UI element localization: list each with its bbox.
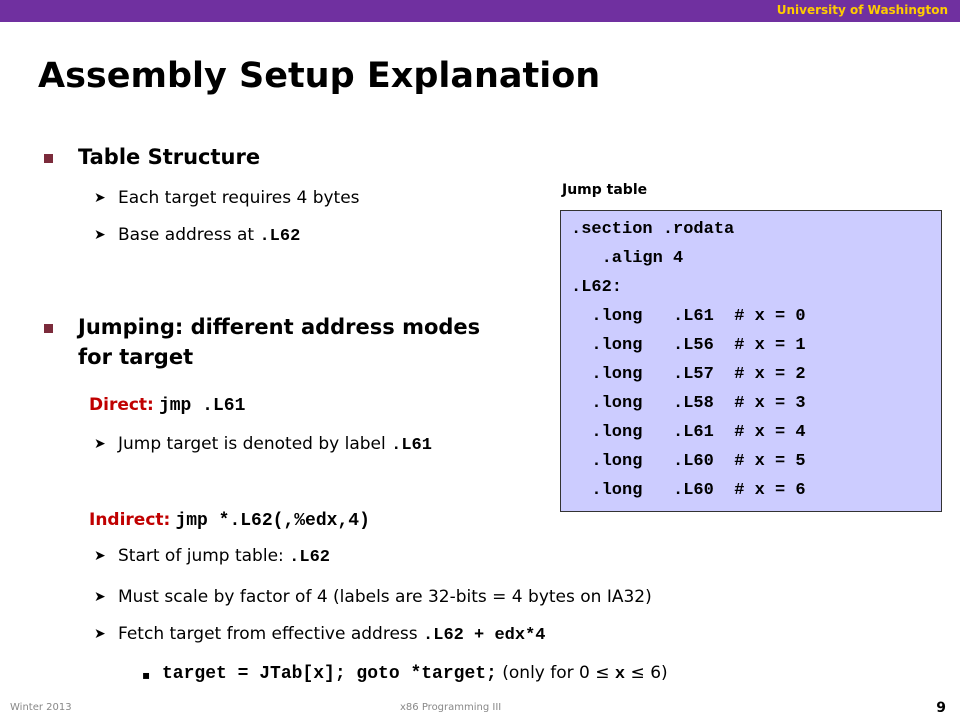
bullet-table-structure: Table Structure: [44, 142, 261, 172]
code-snippet: .L62 + edx*4: [423, 626, 546, 645]
sub-bullet-start-table: ➤ Start of jump table: .L62: [94, 545, 330, 569]
direct-code: jmp .L61: [158, 396, 246, 416]
sub-sub-bullet-target: ▪ target = JTab[x]; goto *target; (only …: [142, 662, 668, 686]
sub-bullet-scale: ➤ Must scale by factor of 4 (labels are …: [94, 586, 652, 608]
jump-table-line: .long .L61 # x = 4: [571, 423, 806, 442]
direct-line: Direct: jmp .L61: [89, 394, 245, 417]
jump-table-line: .long .L61 # x = 0: [571, 307, 806, 326]
jump-table-line: .long .L56 # x = 1: [571, 336, 806, 355]
bullet-text-line2: for target: [78, 345, 194, 369]
bullet-text-line1: Jumping: different address modes: [78, 315, 481, 339]
sub-bullet-marker-icon: ➤: [94, 190, 106, 206]
le-symbol: ≤: [595, 663, 610, 683]
var-x: x: [614, 665, 626, 684]
sub-bullet-bytes: ➤ Each target requires 4 bytes: [94, 187, 360, 209]
jump-table-line: .long .L58 # x = 3: [571, 394, 806, 413]
page-number: 9: [936, 700, 946, 716]
jump-table-line: .align 4: [571, 249, 684, 268]
sub-bullet-text: Start of jump table:: [118, 546, 290, 566]
indirect-line: Indirect: jmp *.L62(,%edx,4): [89, 509, 370, 532]
sub-bullet-text: Must scale by factor of 4 (labels are 32…: [118, 587, 652, 607]
sub-bullet-marker-icon: ➤: [94, 626, 106, 642]
jump-table-line: .long .L57 # x = 2: [571, 365, 806, 384]
sub-bullet-marker-icon: ➤: [94, 548, 106, 564]
code-snippet: .L61: [391, 436, 432, 455]
jump-table-line: .long .L60 # x = 5: [571, 452, 806, 471]
sub-bullet-marker-icon: ➤: [94, 589, 106, 605]
indirect-label: Indirect:: [89, 510, 171, 530]
range-text-end: 6): [650, 663, 668, 683]
header-bar: University of Washington: [0, 0, 960, 22]
range-text: (only for 0: [496, 663, 590, 683]
jump-table-label: Jump table: [562, 182, 648, 198]
code-snippet: target = JTab[x]; goto *target;: [162, 664, 497, 684]
sub-bullet-fetch: ➤ Fetch target from effective address .L…: [94, 623, 546, 647]
le-symbol: ≤: [630, 663, 645, 683]
org-name: University of Washington: [776, 3, 948, 17]
indirect-code: jmp *.L62(,%edx,4): [175, 511, 370, 531]
footer-course: x86 Programming III: [400, 702, 502, 713]
jump-table-line: .long .L60 # x = 6: [571, 481, 806, 500]
sub-bullet-base-address: ➤ Base address at .L62: [94, 224, 301, 248]
sub-bullet-text: Jump target is denoted by label: [118, 434, 392, 454]
square-marker-icon: ▪: [142, 668, 151, 682]
footer-term: Winter 2013: [10, 702, 72, 713]
code-snippet: .L62: [259, 227, 301, 246]
slide-title: Assembly Setup Explanation: [38, 56, 601, 96]
sub-bullet-direct-target: ➤ Jump target is denoted by label .L61: [94, 433, 432, 457]
bullet-square-icon: [44, 324, 53, 333]
sub-bullet-marker-icon: ➤: [94, 227, 106, 243]
sub-bullet-text: Base address at: [118, 225, 260, 245]
jump-table-line: .section .rodata: [571, 220, 735, 239]
code-snippet: .L62: [289, 548, 330, 567]
sub-bullet-text: Fetch target from effective address: [118, 624, 424, 644]
direct-label: Direct:: [89, 395, 154, 415]
jump-table-box: .section .rodata .align 4 .L62: .long .L…: [560, 210, 942, 512]
bullet-text: Table Structure: [78, 145, 261, 169]
bullet-jumping: Jumping: different address modes for tar…: [44, 312, 481, 372]
bullet-square-icon: [44, 154, 53, 163]
jump-table-line: .L62:: [571, 278, 623, 297]
sub-bullet-marker-icon: ➤: [94, 436, 106, 452]
sub-bullet-text: Each target requires 4 bytes: [118, 188, 360, 208]
